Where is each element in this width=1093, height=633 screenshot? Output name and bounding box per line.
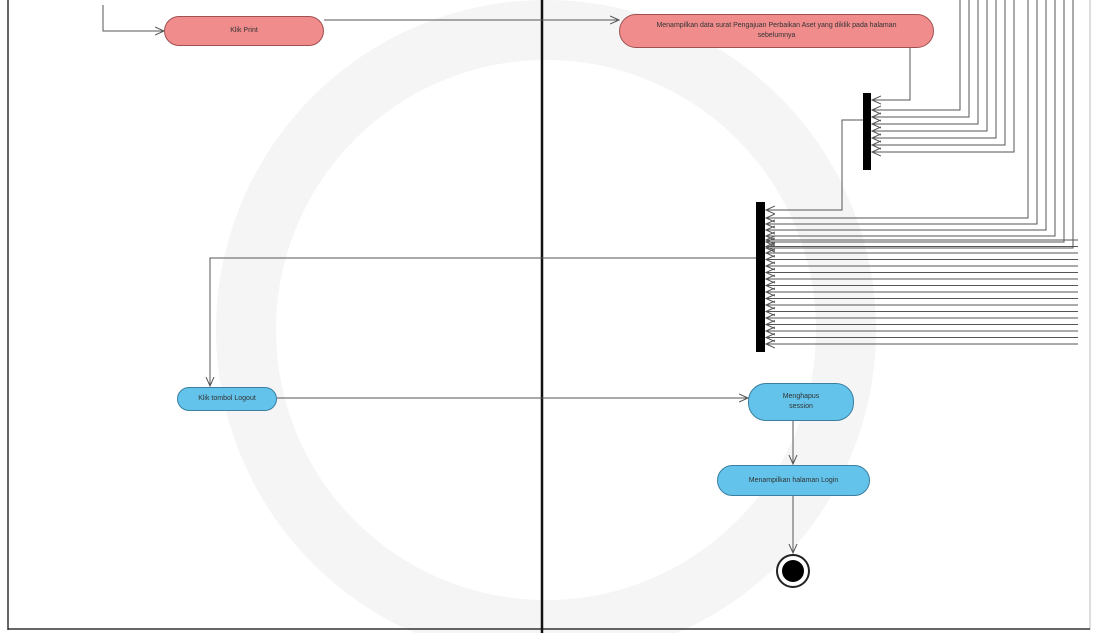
edge-menampilkan-data-to-join-bar-upper [872,48,911,100]
final-node-dot [782,560,804,582]
lower-incoming-line [766,0,1038,224]
lower-incoming-line [766,0,1074,248]
edge-join-lower-to-klik-logout [210,257,756,386]
upper-incoming-line [872,0,988,131]
upper-bar-incoming-lines [872,0,1015,152]
upper-incoming-line [872,0,979,124]
lower-bar-incoming-lines [766,0,1078,344]
watermark-seal [216,0,876,633]
lower-incoming-line [766,0,1047,230]
upper-incoming-line [872,0,1006,145]
upper-incoming-line [872,0,961,110]
join-bar-upper [863,93,871,170]
edge-to-klik-print [102,5,164,31]
node-menghapus-session: Menghapus session [748,383,854,421]
join-bar-lower [756,202,765,352]
lower-incoming-line [766,0,1065,242]
lower-incoming-line [766,0,1056,236]
upper-incoming-line [872,0,1015,152]
upper-incoming-line [872,0,997,138]
edge-join-upper-to-join-lower [766,119,863,210]
lower-incoming-line [766,0,1029,218]
node-menampilkan-halaman-login: Menampilkan halaman Login [717,465,870,496]
node-klik-tombol-logout: Klik tombol Logout [177,387,277,411]
upper-incoming-line [872,0,970,117]
node-menampilkan-data-surat: Menampilkan data surat Pengajuan Perbaik… [619,14,934,48]
node-klik-print: Klik Print [164,16,324,46]
final-node [776,554,810,588]
